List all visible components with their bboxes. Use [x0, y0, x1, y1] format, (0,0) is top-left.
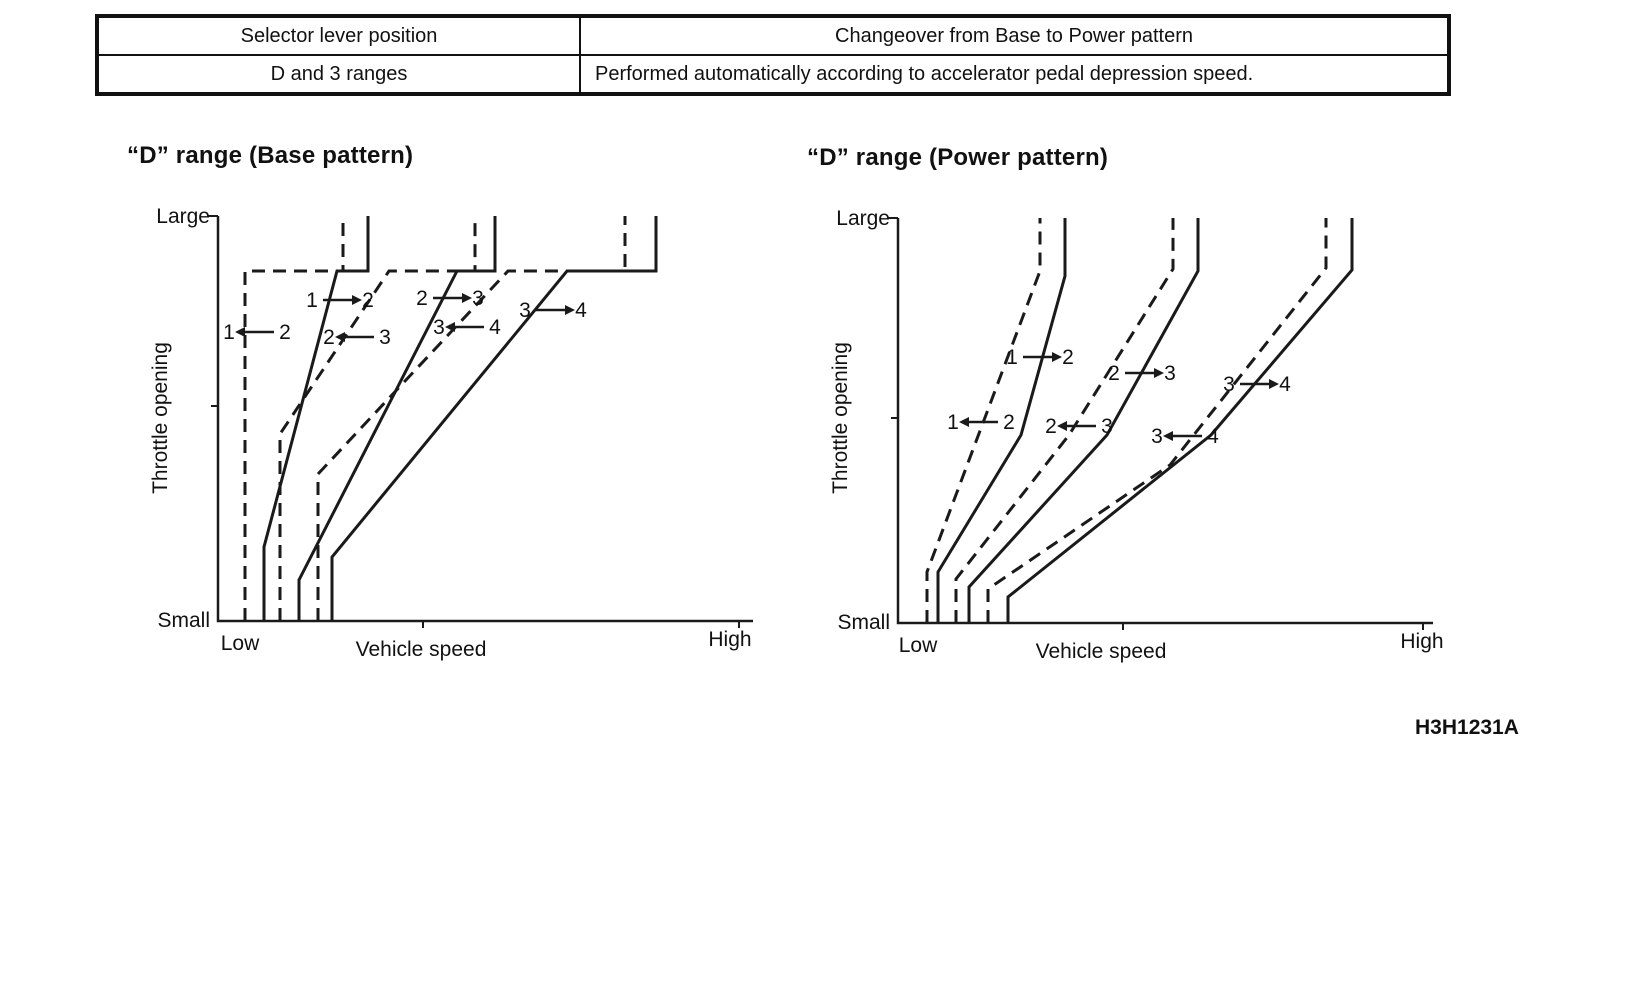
svg-text:3: 3	[1151, 425, 1163, 448]
header-changeover: Changeover from Base to Power pattern	[579, 15, 1450, 56]
downshift-3-2-line	[278, 216, 477, 621]
label-downshift-3-2: 2 3	[323, 326, 391, 349]
upshift-3-4-line	[330, 216, 658, 621]
svg-text:3: 3	[1223, 373, 1235, 396]
label-downshift-4-3: 3 4	[1151, 425, 1219, 448]
y-axis-title: Throttle opening	[149, 342, 172, 494]
label-upshift-1-2: 1 2	[1006, 346, 1074, 369]
cell-ranges: D and 3 ranges	[96, 54, 581, 95]
upshift-1-2-line	[936, 218, 1067, 623]
y-axis-label-large: Large	[836, 207, 890, 230]
downshift-2-1-line	[243, 216, 345, 621]
svg-text:3: 3	[433, 316, 445, 339]
label-downshift-2-1: 1 2	[223, 321, 291, 344]
label-downshift-2-1: 1 2	[947, 411, 1015, 434]
downshift-3-2-line	[954, 218, 1175, 623]
label-upshift-3-4: 3 4	[519, 299, 587, 322]
table-header-row: Selector lever position Changeover from …	[96, 15, 1450, 56]
svg-text:2: 2	[1045, 415, 1057, 438]
x-axis-label-low: Low	[899, 634, 938, 657]
label-upshift-1-2: 1 2	[306, 289, 374, 312]
left-arrow-icon	[235, 327, 245, 337]
svg-text:2: 2	[1108, 362, 1120, 385]
label-upshift-2-3: 2 3	[416, 287, 484, 310]
upshift-3-4-line	[1006, 218, 1354, 623]
svg-text:3: 3	[1164, 362, 1176, 385]
upshift-1-2-line	[262, 216, 370, 621]
svg-text:3: 3	[379, 326, 391, 349]
svg-text:2: 2	[323, 326, 335, 349]
x-axis-label-high: High	[708, 628, 751, 651]
svg-text:4: 4	[489, 316, 501, 339]
svg-text:3: 3	[519, 299, 531, 322]
left-arrow-icon	[1163, 431, 1173, 441]
figure-code: H3H1231A	[1415, 716, 1519, 739]
cell-changeover-description: Performed automatically according to acc…	[579, 54, 1450, 95]
svg-text:1: 1	[1006, 346, 1018, 369]
svg-text:2: 2	[1003, 411, 1015, 434]
svg-text:2: 2	[362, 289, 374, 312]
y-axis-label-small: Small	[157, 609, 210, 632]
power-pattern-plot: Large Small Low Vehicle speed High Throt…	[829, 207, 1444, 663]
left-arrow-icon	[335, 332, 345, 342]
svg-text:2: 2	[279, 321, 291, 344]
svg-text:3: 3	[472, 287, 484, 310]
right-arrow-icon	[565, 305, 575, 315]
base-pattern-plot: Large Small Low Vehicle speed High Throt…	[149, 205, 753, 661]
y-axis-label-large: Large	[156, 205, 210, 228]
x-axis-title: Vehicle speed	[356, 638, 487, 661]
svg-text:4: 4	[1279, 373, 1291, 396]
svg-text:1: 1	[947, 411, 959, 434]
label-upshift-2-3: 2 3	[1108, 362, 1176, 385]
left-arrow-icon	[959, 417, 969, 427]
power-pattern-chart: “D” range (Power pattern) Large Small Lo…	[793, 144, 1473, 678]
svg-text:2: 2	[1062, 346, 1074, 369]
right-arrow-icon	[1154, 368, 1164, 378]
x-axis-label-high: High	[1400, 630, 1443, 653]
left-arrow-icon	[445, 322, 455, 332]
chart-title-base: “D” range (Base pattern)	[127, 142, 414, 169]
upshift-2-3-line	[967, 218, 1200, 623]
svg-text:1: 1	[306, 289, 318, 312]
right-arrow-icon	[1052, 352, 1062, 362]
shift-labels: 1 2 2 3 3 4 1 2 2 3	[947, 346, 1291, 448]
label-downshift-3-2: 2 3	[1045, 415, 1113, 438]
downshift-4-3-line	[316, 216, 627, 621]
svg-text:4: 4	[1207, 425, 1219, 448]
axes	[888, 217, 1433, 630]
downshift-4-3-line	[986, 218, 1328, 623]
y-axis-title: Throttle opening	[829, 342, 852, 494]
shift-lines	[925, 218, 1354, 623]
label-upshift-3-4: 3 4	[1223, 373, 1291, 396]
x-axis-title: Vehicle speed	[1036, 640, 1167, 663]
label-downshift-4-3: 3 4	[433, 316, 501, 339]
base-pattern-chart: “D” range (Base pattern) Large Small Low…	[113, 142, 793, 676]
svg-text:3: 3	[1101, 415, 1113, 438]
upshift-2-3-line	[297, 216, 497, 621]
y-axis-label-small: Small	[837, 611, 890, 634]
svg-text:1: 1	[223, 321, 235, 344]
right-arrow-icon	[1269, 379, 1279, 389]
left-arrow-icon	[1057, 421, 1067, 431]
right-arrow-icon	[352, 295, 362, 305]
shift-labels: 1 2 2 3 3 4 1 2 2 3	[223, 287, 587, 349]
axes	[208, 215, 753, 628]
chart-title-power: “D” range (Power pattern)	[807, 144, 1109, 171]
shift-lines	[243, 216, 658, 621]
x-axis-label-low: Low	[221, 632, 260, 655]
selector-lever-table: Selector lever position Changeover from …	[95, 14, 1451, 96]
right-arrow-icon	[462, 293, 472, 303]
table-data-row: D and 3 ranges Performed automatically a…	[96, 54, 1450, 95]
header-selector-lever-position: Selector lever position	[96, 15, 581, 56]
svg-text:4: 4	[575, 299, 587, 322]
svg-text:2: 2	[416, 287, 428, 310]
